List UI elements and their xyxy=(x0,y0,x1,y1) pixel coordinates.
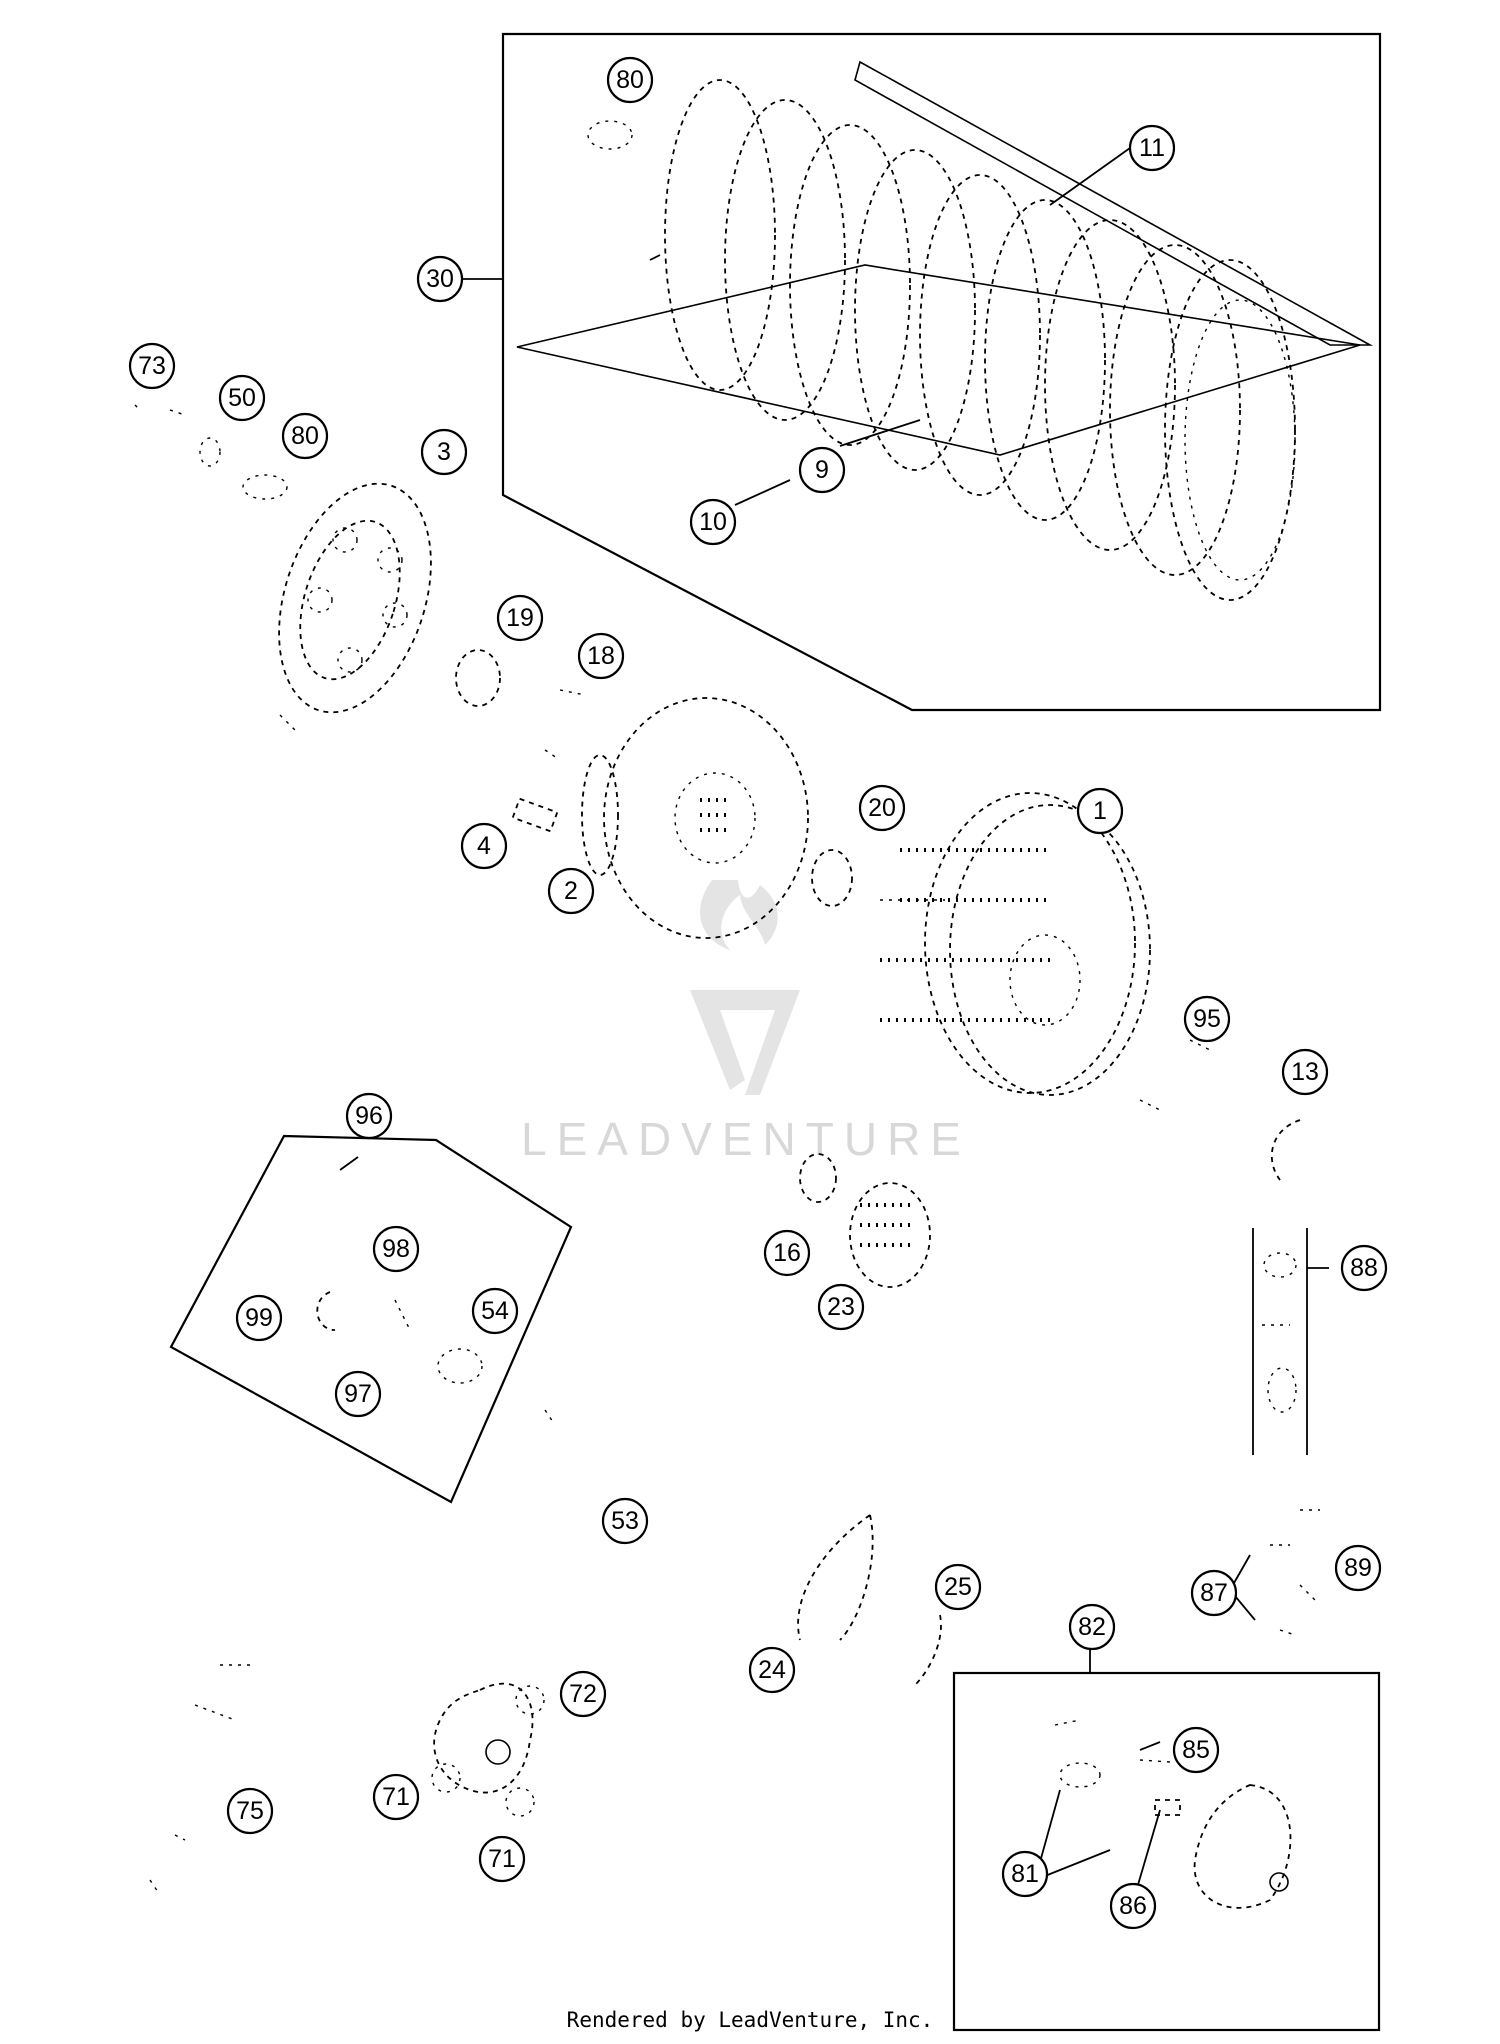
callout-label: 25 xyxy=(944,1573,972,1601)
callout: 86 xyxy=(1109,1882,1157,1930)
small-bolts-left xyxy=(149,1664,250,1896)
callout: 81 xyxy=(1001,1850,1049,1898)
callout-label: 4 xyxy=(477,832,491,860)
callout-label: 87 xyxy=(1200,1579,1228,1607)
callout: 80 xyxy=(281,412,329,460)
callout: 73 xyxy=(128,342,176,390)
clutch-disc-kit-box xyxy=(501,32,1382,712)
callout-label: 24 xyxy=(758,1656,786,1684)
callout-label: 71 xyxy=(488,1845,516,1873)
callout-label: 30 xyxy=(426,265,454,293)
callout: 25 xyxy=(934,1563,982,1611)
outer-clutch-basket xyxy=(880,792,1151,1096)
callout: 53 xyxy=(601,1497,649,1545)
callout: 82 xyxy=(1068,1603,1116,1651)
callout-label: 75 xyxy=(236,1797,264,1825)
callout-label: 72 xyxy=(569,1680,597,1708)
callout-label: 71 xyxy=(382,1783,410,1811)
callout: 88 xyxy=(1340,1244,1388,1292)
callout: 95 xyxy=(1183,995,1231,1043)
needle-bearing-and-gear xyxy=(799,1153,931,1288)
pressure-plate xyxy=(278,482,432,731)
watermark-logo xyxy=(690,880,800,1095)
pushrod-lower-parts xyxy=(1270,1509,1320,1636)
callout-label: 20 xyxy=(868,794,896,822)
callout: 71 xyxy=(372,1773,420,1821)
callout: 89 xyxy=(1334,1544,1382,1592)
pushrod-group-bracket xyxy=(1252,1228,1308,1455)
callout: 54 xyxy=(471,1287,519,1335)
callout-label: 50 xyxy=(228,384,256,412)
inner-clutch-hub xyxy=(581,697,809,939)
callout: 18 xyxy=(577,632,625,680)
callout-label: 9 xyxy=(815,456,829,484)
callout-label: 89 xyxy=(1344,1554,1372,1582)
callout-label: 73 xyxy=(138,352,166,380)
repair-kit-parts xyxy=(316,1291,556,1426)
callout-label: 3 xyxy=(437,438,451,466)
callout: 80 xyxy=(606,56,654,104)
callout-label: 53 xyxy=(611,1507,639,1535)
callout: 9 xyxy=(798,446,846,494)
callout-label: 80 xyxy=(291,422,319,450)
callout: 85 xyxy=(1172,1726,1220,1774)
thrust-washer xyxy=(811,849,853,907)
callout-label: 1 xyxy=(1093,797,1107,825)
callout: 71 xyxy=(478,1835,526,1883)
cover-assembly xyxy=(431,1682,545,1817)
callout: 72 xyxy=(559,1670,607,1718)
callout-label: 96 xyxy=(355,1102,383,1130)
callout: 50 xyxy=(218,374,266,422)
callout: 75 xyxy=(226,1787,274,1835)
callout: 99 xyxy=(235,1294,283,1342)
callout: 96 xyxy=(345,1092,393,1140)
slave-cylinder-kit-box xyxy=(952,1671,1381,2032)
callout: 16 xyxy=(763,1229,811,1277)
callout-label: 80 xyxy=(616,66,644,94)
repair-kit-box xyxy=(169,1134,573,1504)
callout: 20 xyxy=(858,784,906,832)
clutch-plate-stack xyxy=(516,60,1374,601)
callout-label: 54 xyxy=(481,1297,509,1325)
callout: 1 xyxy=(1076,787,1124,835)
callout: 98 xyxy=(372,1225,420,1273)
callout-label: 85 xyxy=(1182,1736,1210,1764)
callout-label: 11 xyxy=(1139,134,1165,162)
callout: 11 xyxy=(1128,124,1176,172)
callout: 19 xyxy=(496,594,544,642)
callout-label: 23 xyxy=(827,1293,855,1321)
callout: 13 xyxy=(1281,1048,1329,1096)
callout-label: 2 xyxy=(564,877,578,905)
callout-label: 88 xyxy=(1350,1254,1378,1282)
callout-label: 97 xyxy=(344,1380,372,1408)
callout: 4 xyxy=(460,822,508,870)
callout-label: 95 xyxy=(1193,1005,1221,1033)
callout-label: 86 xyxy=(1119,1892,1147,1920)
callout: 3 xyxy=(420,428,468,476)
callout: 30 xyxy=(416,255,464,303)
callout: 23 xyxy=(817,1283,865,1331)
gasket-and-o-ring xyxy=(797,1514,942,1686)
callout-label: 16 xyxy=(773,1239,801,1267)
callout: 10 xyxy=(689,498,737,546)
leader-lines xyxy=(339,147,1329,1896)
callout-label: 13 xyxy=(1291,1058,1319,1086)
callout: 2 xyxy=(547,867,595,915)
callout-label: 81 xyxy=(1011,1860,1039,1888)
callout-label: 82 xyxy=(1078,1613,1106,1641)
callout: 24 xyxy=(748,1646,796,1694)
right-side-small-parts xyxy=(1139,1039,1301,1413)
small-parts-top-left xyxy=(134,120,633,833)
callout: 97 xyxy=(334,1370,382,1418)
callout-label: 10 xyxy=(699,508,727,536)
callout-label: 99 xyxy=(245,1304,273,1332)
slave-cylinder-parts xyxy=(1054,1719,1292,1909)
callout-label: 98 xyxy=(382,1235,410,1263)
callout: 87 xyxy=(1190,1569,1238,1617)
watermark-text: LEADVENTURE xyxy=(521,1113,971,1165)
callout-label: 18 xyxy=(587,642,615,670)
footer-credit: Rendered by LeadVenture, Inc. xyxy=(566,2008,934,2032)
callout-label: 19 xyxy=(506,604,534,632)
